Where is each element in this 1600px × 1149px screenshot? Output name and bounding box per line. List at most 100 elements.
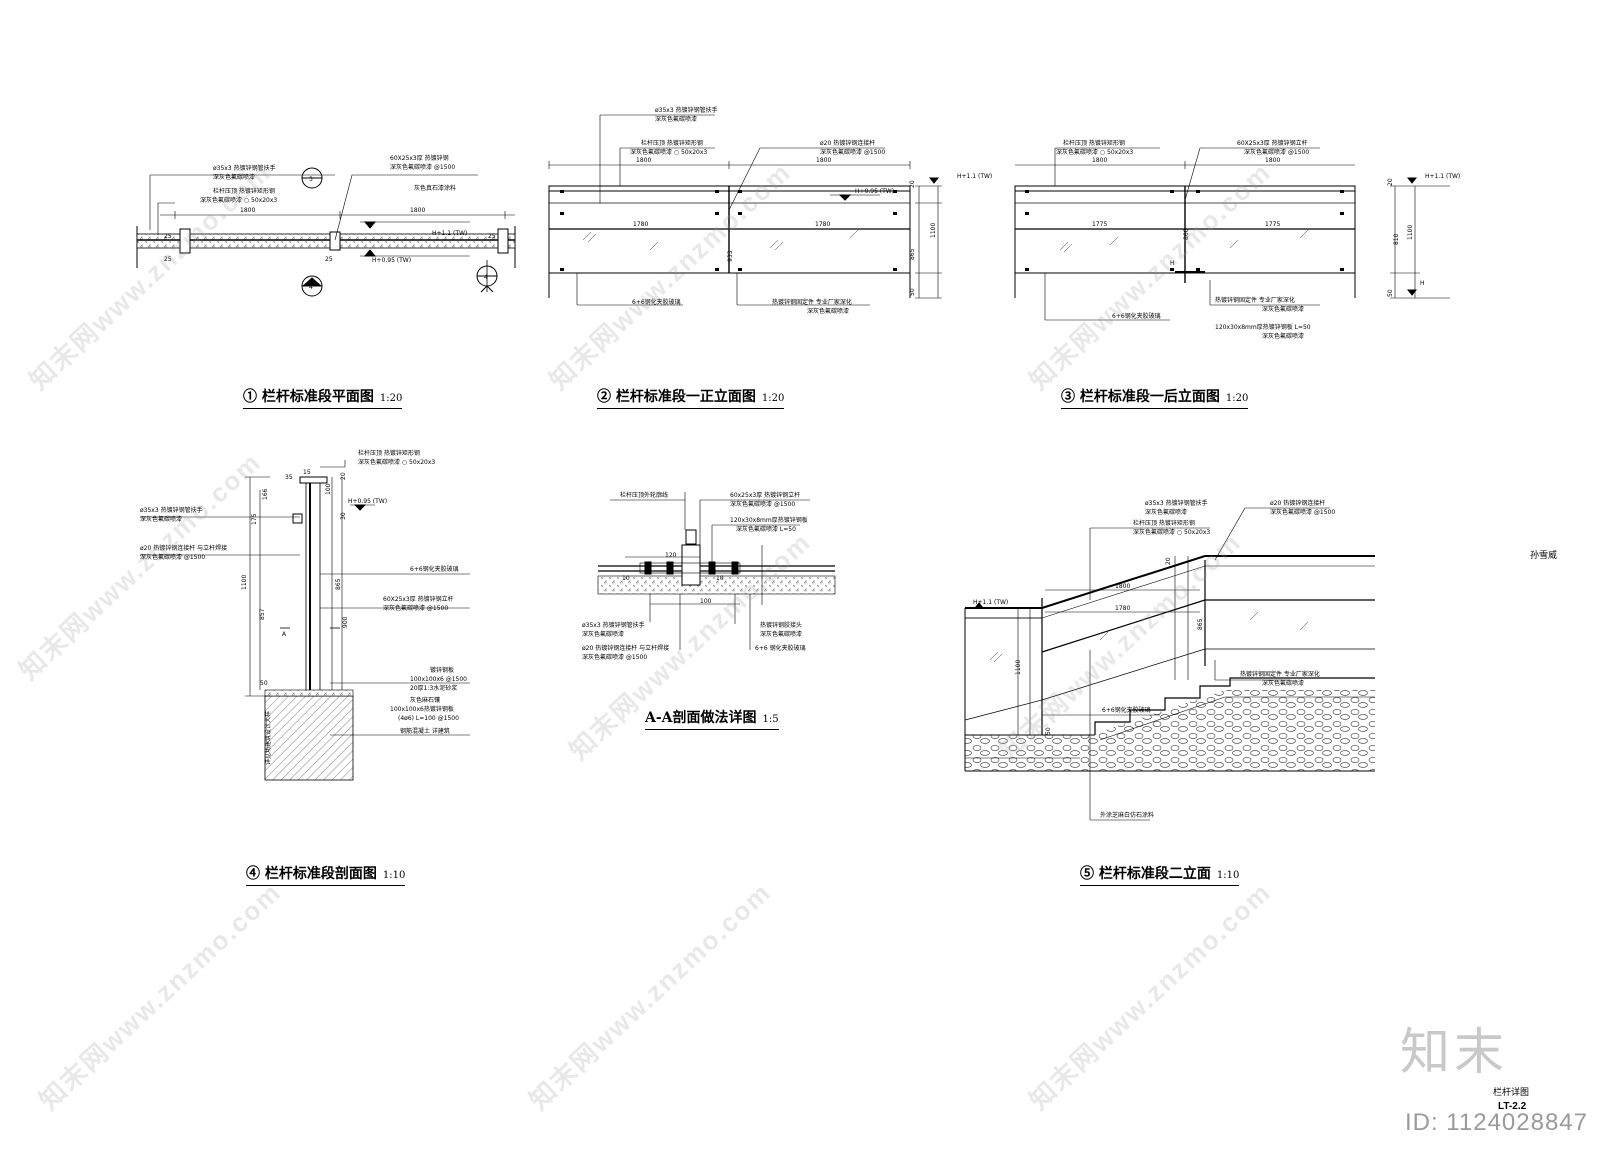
annotation-d2-dim3: 1780	[633, 221, 648, 228]
annotation-d4-ann13: 灰色麻石镶	[410, 696, 440, 704]
annotation-d5-ann4: 120x30x8mm厚热镀锌钢板	[730, 516, 808, 524]
annotation-d2-v3: 865	[909, 248, 916, 260]
annotation-d4-d166: 166	[262, 488, 269, 500]
annotation-d1-sec4b: 4	[309, 284, 313, 291]
annotation-d2-dim2: 1800	[816, 157, 831, 164]
annotation-d6-ann9: 6+6钢化夹胶玻璃	[1102, 706, 1151, 714]
annotation-d4-sec: A	[282, 631, 287, 638]
annotation-d5-d120: 120	[665, 552, 677, 559]
annotation-d2-dim1: 1800	[636, 157, 651, 164]
annotation-d1-lvl2: H+0.95 (TW)	[372, 257, 411, 264]
annotation-d5-ann3: 深灰色氟碳喷漆 @1500	[730, 500, 795, 508]
annotation-d6-ann3: 栏杆压顶 热镀锌矩形钢	[1133, 519, 1195, 527]
annotation-d4-ann3: ø35x3 热镀锌钢管扶手	[140, 506, 203, 514]
annotation-d2-v1: 20	[909, 180, 916, 188]
annotation-d6-dim2: 1780	[1115, 605, 1130, 612]
annotation-d2-dim4: 1780	[815, 221, 830, 228]
annotation-d1-ann5: 60X25x3厚 热镀锌钢	[390, 154, 449, 162]
annotation-d3-ann3: 60X25x3厚 热镀锌钢立杆	[1237, 139, 1308, 147]
annotation-d5-ann1: 栏杆压顶外轮廓线	[620, 491, 668, 499]
watermark-logo: 知末	[1400, 1023, 1508, 1081]
annotation-d4-d857: 857	[259, 608, 266, 620]
annotation-d3-ann5: 6+6钢化夹胶玻璃	[1112, 312, 1161, 320]
annotation-d2-ann5: ø20 热镀锌钢连接杆	[820, 139, 875, 147]
annotation-d4-ann1: 栏杆压顶 热镀锌矩形钢	[358, 449, 420, 457]
front-elevation-bolts	[560, 190, 897, 271]
annotation-d4-ann5: ø20 热镀锌钢连接杆 与立杆焊接	[140, 544, 227, 552]
annotation-d3-dim2: 1800	[1265, 157, 1280, 164]
annotation-d2-ann8: 热镀锌钢固定件 专业厂家深化	[772, 298, 852, 306]
annotation-d3-ann2: 深灰色氟碳喷漆 ○ 50x20x3	[1056, 148, 1133, 156]
annotation-d6-v3: 20	[1165, 557, 1172, 565]
annotation-d3-ann6: 热镀锌钢固定件 专业厂家深化	[1215, 296, 1295, 304]
annotation-d4-d1100: 1100	[241, 575, 248, 590]
annotation-d6-ann4: 深灰色氟碳喷漆 ○ 50x20x3	[1133, 528, 1210, 536]
annotation-d4-d30: 30	[340, 512, 347, 520]
annotation-d3-h1: H	[1170, 260, 1175, 267]
annotation-d4-side: 详见场建筑设计大样	[264, 711, 272, 765]
annotation-d4-ann16: 钢筋混凝土 详建筑	[400, 727, 450, 735]
annotation-d3-dim5: 860	[1183, 228, 1190, 240]
annotation-d4-ann8: 60X25x3厚 热镀锌钢立杆	[383, 595, 454, 603]
annotation-d1-dim25d: 25	[325, 256, 333, 263]
annotation-d3-ann4: 深灰色氟碳喷漆 @1500	[1244, 148, 1309, 156]
annotation-d6-ann8: 深灰色氟碳喷漆	[1262, 679, 1304, 687]
rear-elevation-bolts	[1025, 190, 1344, 271]
annotation-d3-v1: 20	[1387, 178, 1394, 186]
annotation-d1-ann1: ø35x3 热镀锌钢管扶手	[213, 164, 276, 172]
annotation-d4-ann7: 6+6钢化夹胶玻璃	[410, 565, 459, 573]
annotation-d6-ann2: 深灰色氟碳喷漆	[1145, 508, 1187, 516]
annotation-d1-sec3: 3	[309, 176, 313, 183]
annotation-d3-h2: H	[1420, 280, 1425, 287]
annotation-d2-ann7: 6+6钢化夹胶玻璃	[632, 298, 681, 306]
annotation-d4-ann10: 镀锌钢板	[430, 666, 454, 674]
annotation-d4-d175: 175	[251, 513, 258, 525]
annotation-d4-d35: 35	[285, 474, 293, 481]
annotation-d2-v4: 50	[909, 288, 916, 296]
annotation-d3-lvl1: H+1.1 (TW)	[1425, 173, 1460, 180]
front-elevation	[548, 114, 942, 306]
annotation-d6-v2: 1100	[1015, 660, 1022, 675]
annotation-d4-d50: 50	[260, 680, 268, 687]
annotation-d3-dim1: 1800	[1092, 157, 1107, 164]
annotation-d4-ann9: 深灰色氟碳喷漆 @1500	[383, 604, 448, 612]
annotation-d2-lvl1: H+1.1 (TW)	[957, 173, 992, 180]
annotation-d5-ann6: ø35x3 热镀锌钢管扶手	[582, 621, 645, 629]
annotation-d1-ann6: 深灰色氟碳喷漆 @1500	[390, 163, 455, 171]
annotation-d1-ann3: 栏杆压顶 热镀锌矩形钢	[213, 187, 275, 195]
annotation-d1-ann2: 深灰色氟碳喷漆	[213, 173, 255, 181]
annotation-d4-lvl1: H+0.95 (TW)	[348, 498, 387, 505]
annotation-d5-ann11: 深灰色氟碳喷漆	[760, 630, 802, 638]
annotation-d3-v2: 810	[1393, 233, 1400, 245]
rear-elevation	[1014, 147, 1450, 321]
plan-view	[136, 167, 516, 297]
sheet-name: 栏杆详图	[1493, 1088, 1530, 1098]
annotation-d4-ann12: 20厚1:3水泥砂浆	[410, 684, 457, 692]
annotation-d5-ann8: ø20 热镀锌钢连接杆 与立杆焊接	[582, 644, 669, 652]
annotation-d3-ann9: 深灰色氟碳喷漆	[1262, 332, 1304, 340]
annotation-d2-v2: 1100	[930, 223, 937, 238]
annotation-d5-ann2: 60x25x3厚 热镀锌钢立杆	[730, 491, 800, 499]
annotation-d1-dim25b: 25	[488, 233, 496, 240]
annotation-d5-d100: 100	[700, 598, 712, 605]
annotation-d1-dim2: 1800	[410, 207, 425, 214]
annotation-d1-ann7: 灰色真石漆涂料	[414, 184, 456, 192]
annotation-d3-dim3: 1775	[1092, 221, 1107, 228]
railing-section	[140, 460, 470, 781]
annotation-d2-ann2: 深灰色氟碳喷漆	[655, 115, 697, 123]
annotation-d5-ann10: 热镀锌钢胶接头	[760, 621, 802, 629]
annotation-d2-ann1: ø35x3 热镀锌钢管扶手	[655, 106, 718, 114]
annotation-d6-lvl1: H+1.1 (TW)	[973, 599, 1008, 606]
aa-section-detail	[597, 492, 836, 650]
annotation-d5-ann5: 深灰色氟碳喷漆 L=50	[736, 525, 796, 533]
annotation-d5-ann12: 6+6 钢化夹胶玻璃	[755, 644, 806, 652]
annotation-d1-lvl1: H+1.1 (TW)	[432, 230, 467, 237]
annotation-d3-v3: 1100	[1407, 225, 1414, 240]
